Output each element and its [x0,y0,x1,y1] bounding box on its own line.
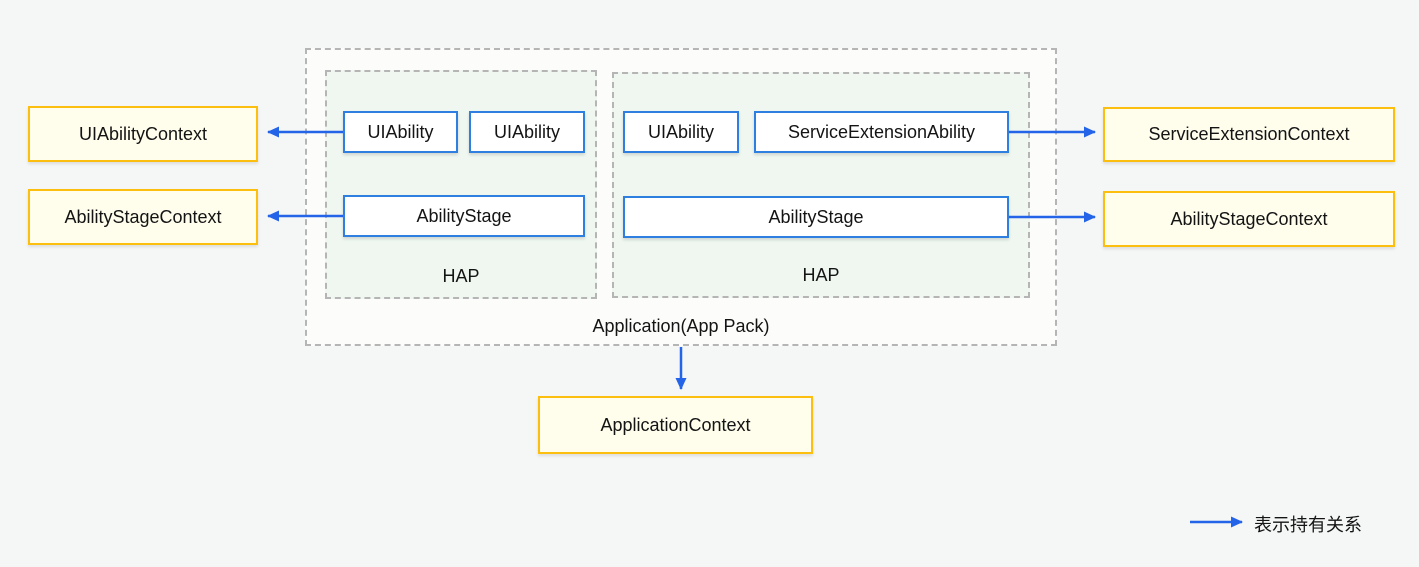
abilitystage-box-2: AbilityStage [623,196,1009,238]
hap-label-2: HAP [802,265,840,285]
uiabilitycontext-box: UIAbilityContext [28,106,258,162]
uiability-box-1b: UIAbility [469,111,585,153]
serviceextensioncontext-label: ServiceExtensionContext [1148,124,1350,144]
application-label: Application(App Pack) [592,316,770,336]
abilitystagecontext-left-box: AbilityStageContext [28,189,258,245]
uiability-box-2: UIAbility [623,111,739,153]
applicationcontext-box: ApplicationContext [538,396,813,454]
serviceextensionability-label: ServiceExtensionAbility [787,121,976,142]
serviceextensionability-box: ServiceExtensionAbility [754,111,1009,153]
uiability-label-1a: UIAbility [367,121,434,142]
hap-label-1: HAP [442,266,480,286]
applicationcontext-label: ApplicationContext [600,414,751,435]
uiability-box-1a: UIAbility [343,111,458,153]
hap-box-2: HAP [612,72,1030,298]
abilitystage-label-1: AbilityStage [416,205,512,226]
uiability-label-1b: UIAbility [493,121,560,142]
abilitystage-label-2: AbilityStage [768,206,864,227]
serviceextensioncontext-box: ServiceExtensionContext [1103,107,1395,162]
legend-label: 表示持有关系 [1254,515,1362,535]
uiabilitycontext-label: UIAbilityContext [78,123,208,144]
hap-box-1: HAP [325,70,597,299]
abilitystagecontext-left-label: AbilityStageContext [64,206,222,227]
abilitystage-box-1: AbilityStage [343,195,585,237]
abilitystagecontext-right-label: AbilityStageContext [1170,208,1328,229]
abilitystagecontext-right-box: AbilityStageContext [1103,191,1395,247]
uiability-label-2: UIAbility [647,121,714,142]
